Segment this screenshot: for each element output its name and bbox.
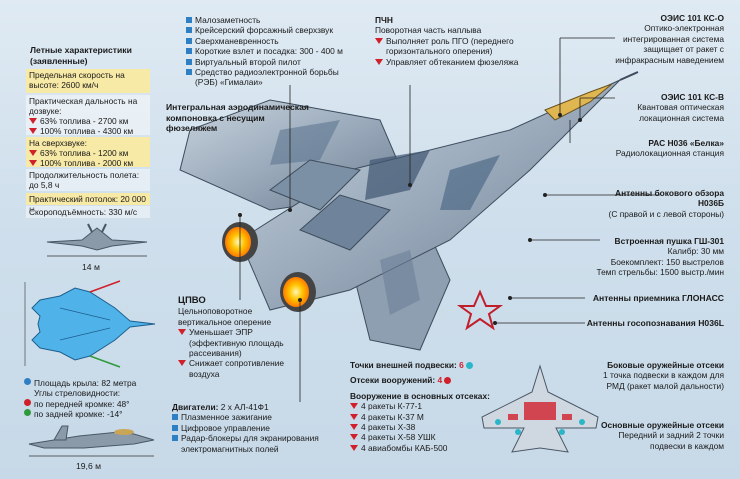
span-label: 14 м xyxy=(82,262,100,272)
length-label: 19,6 м xyxy=(76,461,102,471)
su57-aircraft-illustration xyxy=(179,71,639,351)
range-subsonic: Практическая дальность на дозвуке: 63% т… xyxy=(26,95,150,136)
service-ceiling: Практический потолок: 20 000 м xyxy=(26,193,150,214)
gun-block: Встроенная пушка ГШ-301 Калибр: 30 мм Бо… xyxy=(596,236,724,278)
oeis-ksv: ОЭИС 101 КС-В Квантовая оптическая локац… xyxy=(637,92,724,123)
main-bays-block: Основные оружейные отсеки Передний и зад… xyxy=(601,420,724,451)
flight-title: Летные характеристики(заявленные) xyxy=(30,45,132,66)
climb-rate: Скороподъёмность: 330 м/с xyxy=(26,206,150,218)
radar-belka: РАС Н036 «Белка» Радиолокационная станци… xyxy=(615,138,724,159)
max-speed: Предельная скорость на высоте: 2600 км/ч xyxy=(26,69,150,93)
features-list: Малозаметность Крейсерский форсажный све… xyxy=(186,15,361,88)
iff-antennas-label: Антенны госопознавания Н036L xyxy=(586,318,724,328)
range-supersonic: На сверхзвуке: 63% топлива - 1200 км 100… xyxy=(26,137,150,168)
underside-view-silhouette xyxy=(481,364,599,453)
wing-info: Площадь крыла: 82 метра Углы стреловидно… xyxy=(24,378,174,420)
side-antennas: Антенны бокового обзора Н036Б (С правой … xyxy=(608,188,724,219)
integral-layout-label: Интегральная аэродинамическая компоновка… xyxy=(166,102,309,133)
side-view-silhouette xyxy=(28,425,155,457)
flight-duration: Продолжительность полета: до 5,8 ч xyxy=(26,169,150,191)
pchn-block: ПЧН Поворотная часть наплыва Выполняет р… xyxy=(375,15,519,67)
side-bays-block: Боковые оружейные отсеки 1 точка подвеск… xyxy=(603,360,724,391)
front-view-silhouette xyxy=(46,223,148,257)
plan-view-silhouette xyxy=(24,280,156,368)
oeis-ks0: ОЭИС 101 КС-О Оптико-электронная интегри… xyxy=(615,13,724,65)
weapons-block: Точки внешней подвески: 6 Отсеки вооруже… xyxy=(350,360,490,453)
glonass-label: Антенны приемника ГЛОНАСС xyxy=(592,293,724,303)
tsvo-block: ЦПВО Цельноповоротное вертикальное опере… xyxy=(178,295,285,379)
engines-block: Двигатели: 2 x АЛ-41Ф1 Плазменное зажига… xyxy=(172,402,319,454)
